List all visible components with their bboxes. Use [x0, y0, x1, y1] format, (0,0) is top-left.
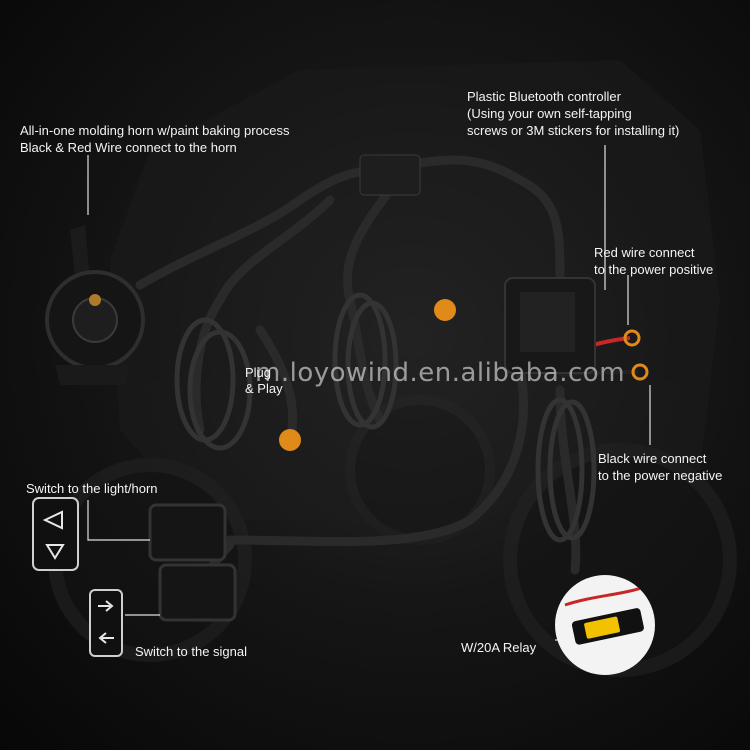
ring-terminal-icon [623, 329, 641, 347]
black-wire-label-line-2: to the power negative [598, 468, 723, 483]
switch-face-light-horn [32, 497, 79, 571]
horn-icon [45, 225, 145, 385]
red-wire-label-line-2: to the power positive [594, 262, 714, 277]
horn-label: All-in-one molding horn w/paint baking p… [20, 122, 290, 156]
wire-coils [174, 292, 597, 543]
relay-label: W/20A Relay [461, 640, 537, 655]
controller-label: Plastic Bluetooth controller (Using your… [467, 88, 679, 139]
black-wire-label: Black wire connect to the power negative [598, 450, 722, 484]
switch-signal-label: Switch to the signal [135, 644, 248, 659]
led-light-icon [434, 299, 456, 321]
ring-terminal-icon [631, 363, 649, 381]
horn-label-line-1: All-in-one molding horn w/paint baking p… [20, 123, 290, 138]
controller-icon [504, 277, 596, 374]
black-wire-label-line-1: Black wire connect [598, 451, 707, 466]
relay-icon [564, 583, 651, 645]
plug-play-line-1: Plug [245, 365, 272, 380]
switch-face-signal [89, 589, 123, 657]
plug-play-line-2: & Play [245, 381, 283, 396]
controller-label-line-1: Plastic Bluetooth controller [467, 89, 621, 104]
red-wire-label-line-1: Red wire connect [594, 245, 695, 260]
switch-light-label: Switch to the light/horn [26, 481, 158, 496]
rocker-switch-icon [148, 503, 237, 622]
horn-label-line-2: Black & Red Wire connect to the horn [20, 140, 237, 155]
relay-inset [555, 575, 655, 675]
controller-label-line-2: (Using your own self-tapping [467, 106, 632, 121]
watermark: m.loyowind.en.alibaba.com [255, 358, 626, 388]
red-wire-label: Red wire connect to the power positive [594, 244, 713, 278]
connector-block [359, 154, 421, 196]
plug-play-label: Plug & Play [245, 365, 283, 397]
led-light-icon [279, 429, 301, 451]
controller-label-line-3: screws or 3M stickers for installing it) [467, 123, 680, 138]
